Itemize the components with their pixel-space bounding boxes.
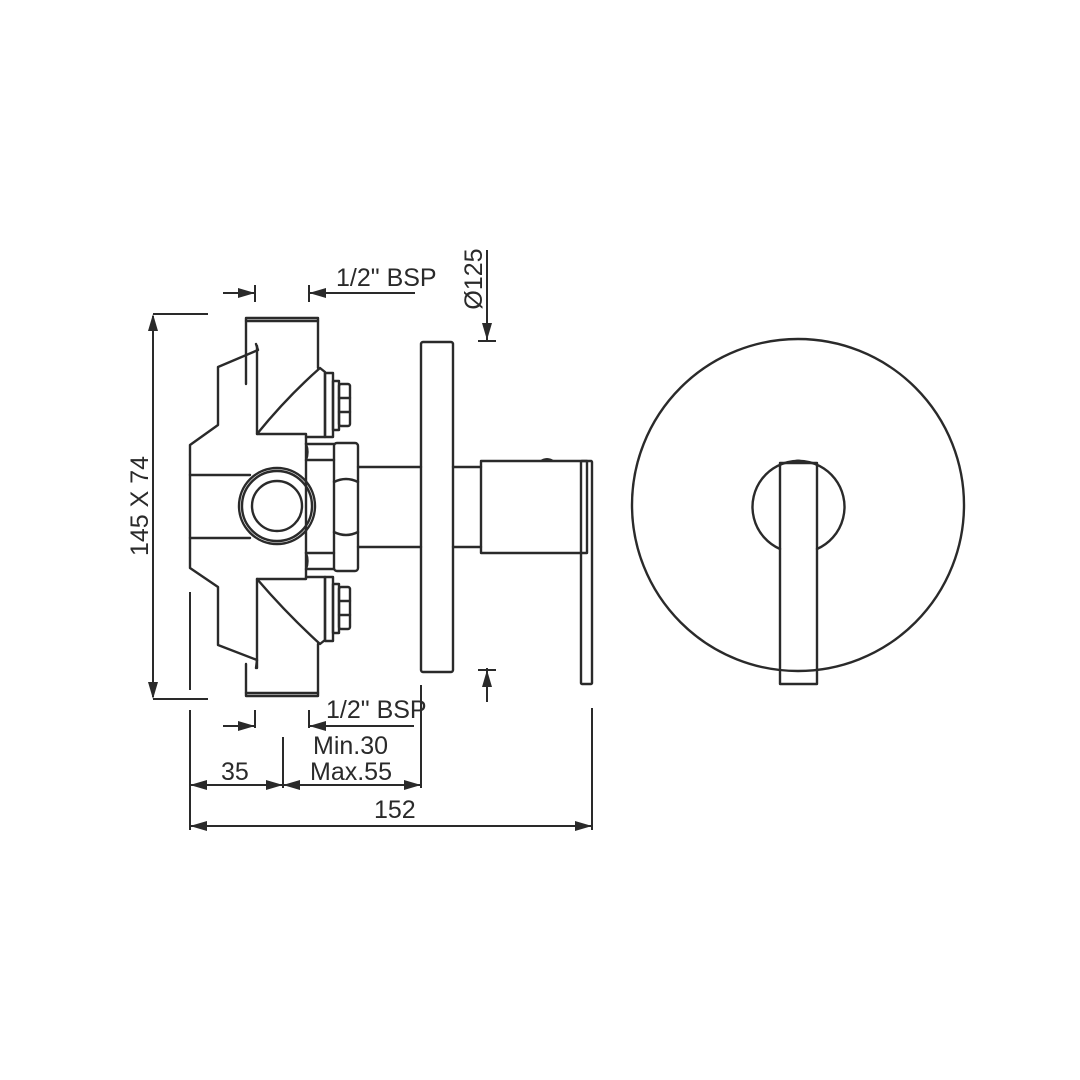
spindle (356, 465, 483, 549)
dimension-install-depth: Min.30 Max.55 (283, 732, 421, 790)
cover-plate-side (419, 340, 455, 674)
dimension-inlet-bottom: 1/2" BSP (223, 696, 427, 731)
dimension-total-152: 152 (190, 796, 592, 831)
total-depth-label: 152 (374, 796, 416, 824)
plate-diameter-label: Ø125 (460, 248, 488, 309)
offset-35-label: 35 (221, 758, 249, 786)
dimension-plate-diameter: Ø125 (460, 248, 496, 702)
max-depth-label: Max.55 (310, 758, 392, 786)
dimension-offset-35: 35 (190, 758, 283, 790)
valve-body (188, 316, 360, 698)
inlet-top-label: 1/2" BSP (336, 264, 437, 292)
front-view (630, 337, 966, 686)
dimension-inlet-top: 1/2" BSP (223, 264, 437, 302)
handle-side (479, 458, 594, 686)
body-size-label: 145 X 74 (126, 456, 154, 556)
dimension-body-size: 145 X 74 (126, 313, 208, 700)
min-depth-label: Min.30 (313, 732, 388, 760)
inlet-bottom-label: 1/2" BSP (326, 696, 427, 724)
